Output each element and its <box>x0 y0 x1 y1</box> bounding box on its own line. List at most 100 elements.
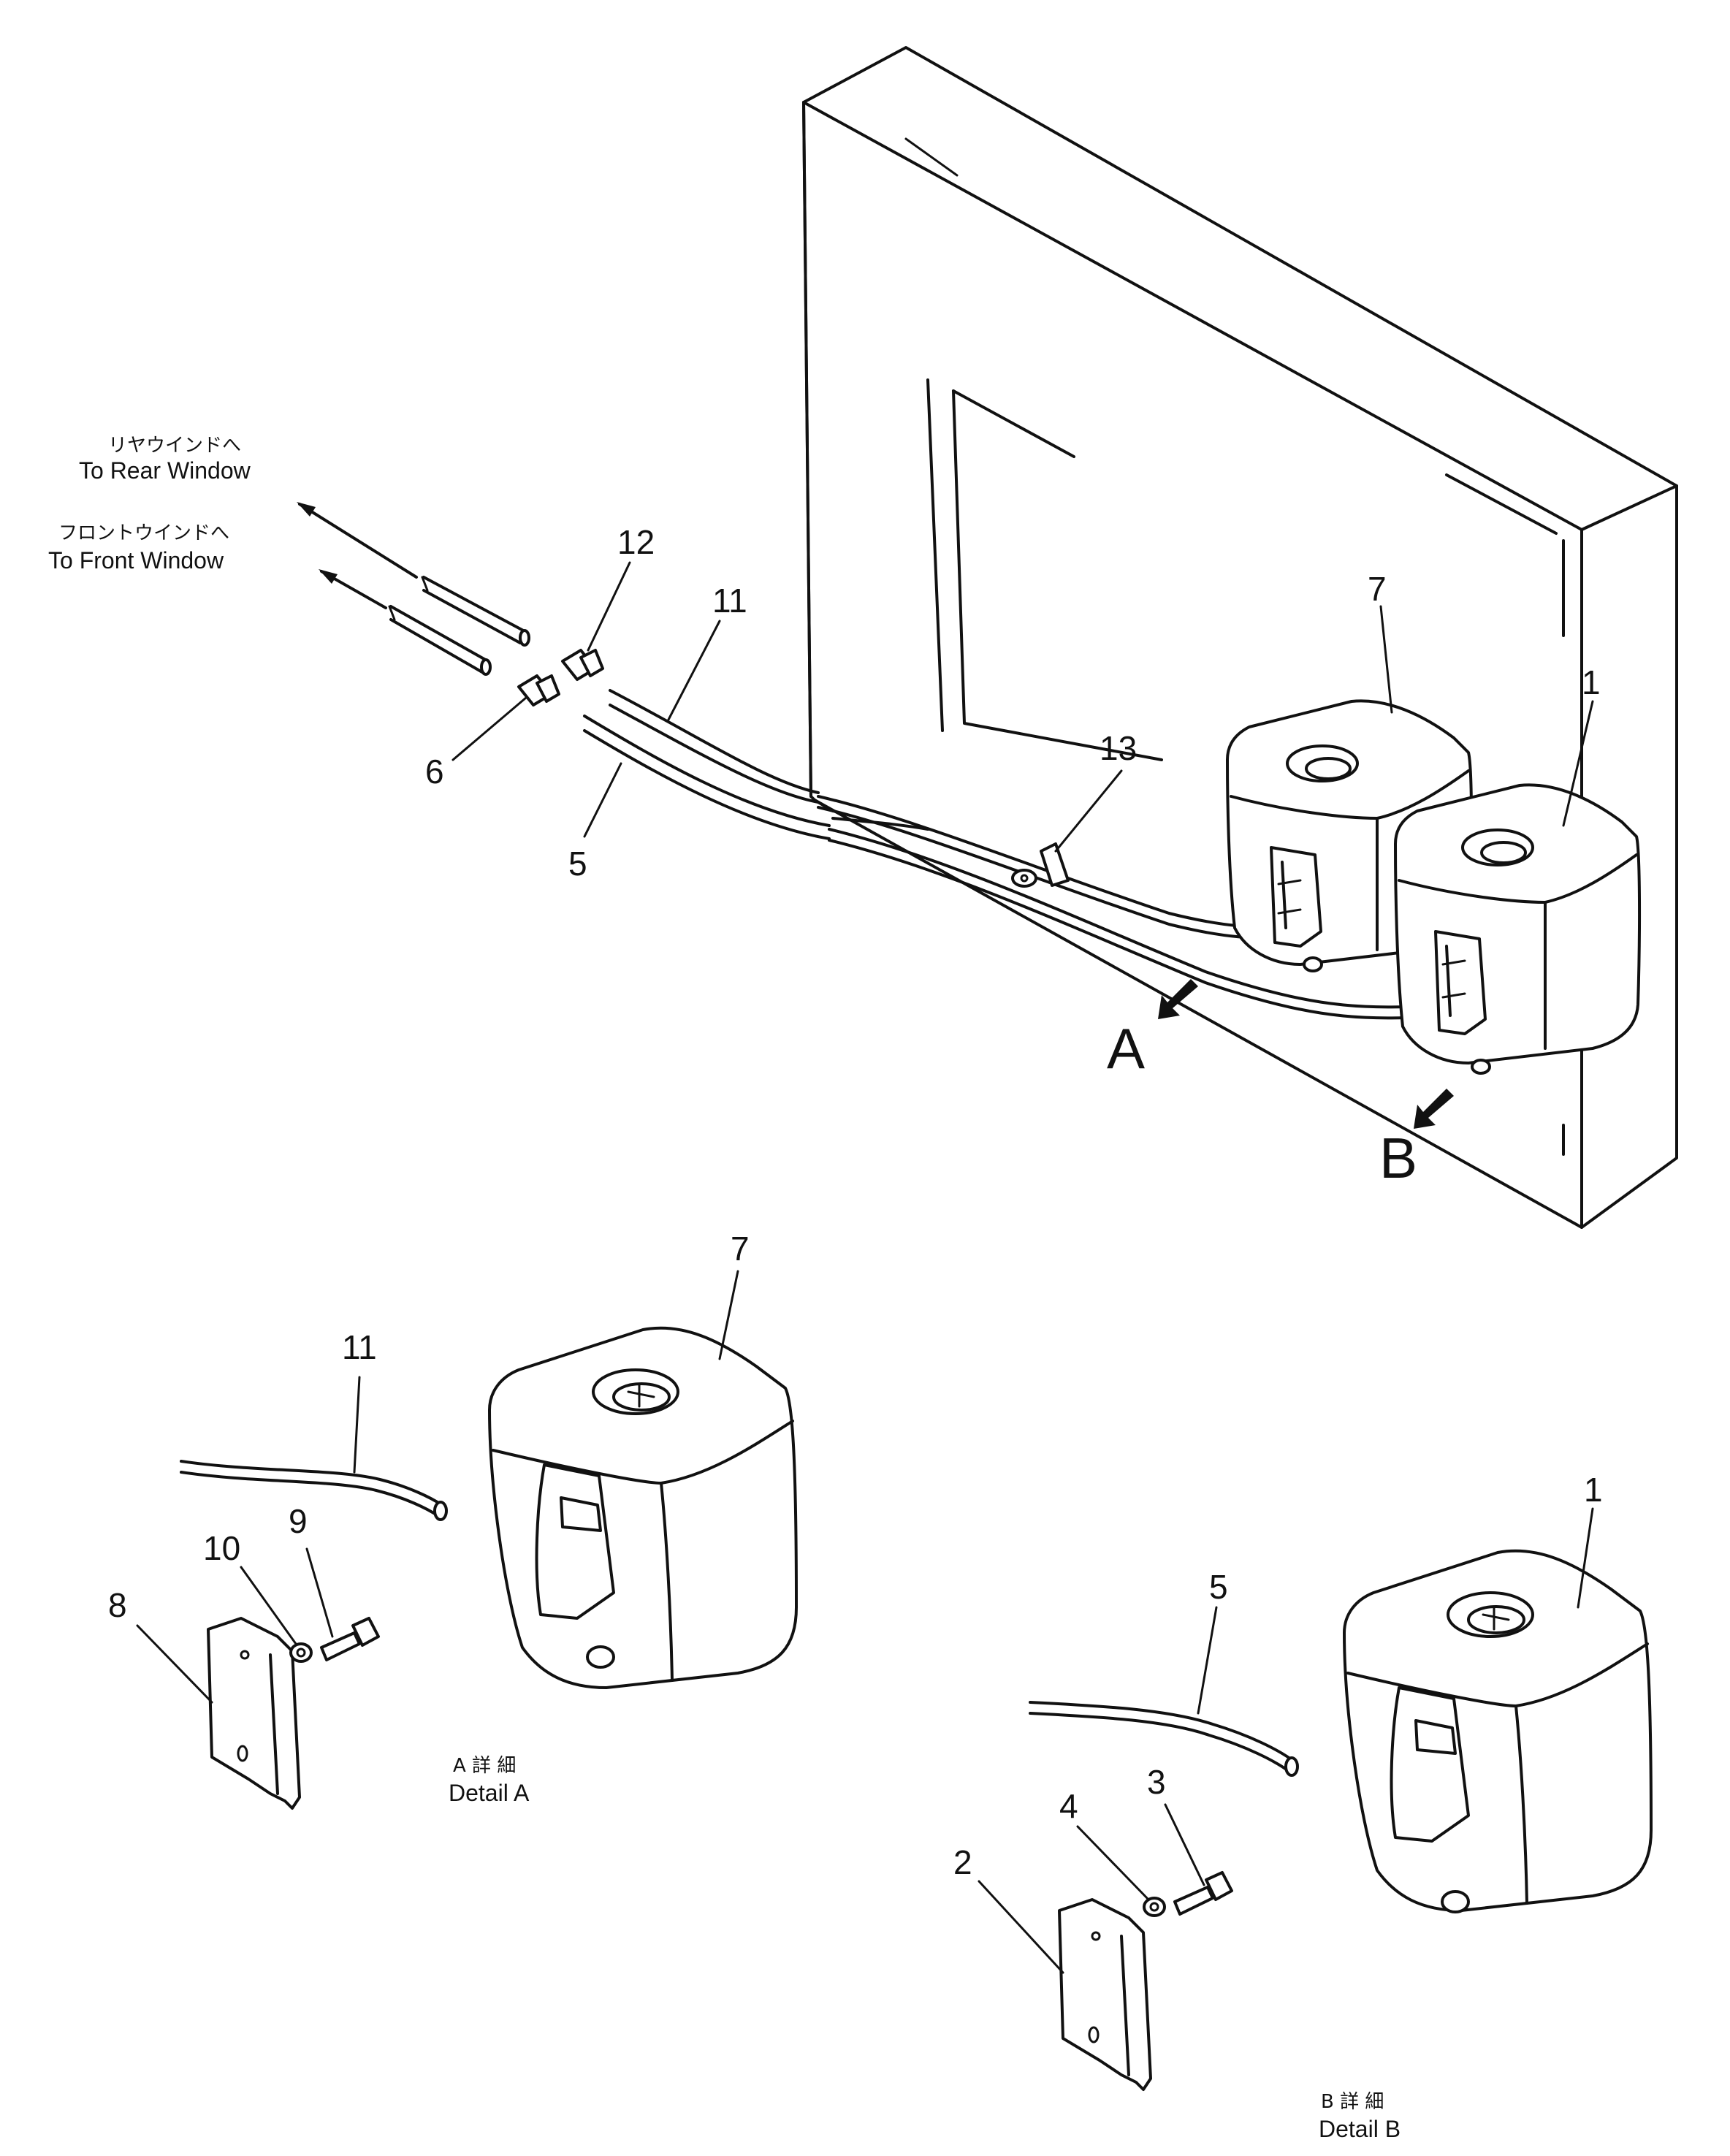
detail-a-en: Detail A <box>449 1780 530 1806</box>
clamp-13 <box>1011 842 1070 888</box>
arrow-rear-head <box>297 502 316 517</box>
hose-5-lower <box>583 729 831 840</box>
tank-1-bracket-slot <box>1445 945 1452 1017</box>
panel-top-edge <box>1580 484 1678 531</box>
tank-1-detail-body <box>1343 1549 1653 1912</box>
view-label-a: A <box>1107 1016 1145 1081</box>
tank-1-bolts <box>1441 959 1466 999</box>
leader-b-4 <box>1076 1825 1150 1901</box>
leader-main-6 <box>451 696 527 761</box>
tank-1-detail-recess <box>1390 1686 1470 1843</box>
tank-1-cap-inner <box>1480 841 1527 864</box>
hose-run-1b <box>828 839 1408 1020</box>
clamp-hole <box>1020 874 1029 883</box>
fitting-6 <box>517 674 560 706</box>
hose-5-detail-top <box>1029 1701 1295 1762</box>
panel-recess-top <box>952 389 1075 458</box>
detail-b-en: Detail B <box>1319 2116 1401 2142</box>
bolt-9-shank <box>320 1631 361 1661</box>
panel-hoses <box>583 689 1408 1020</box>
bracket-8-fold <box>269 1653 279 1795</box>
window-tubes <box>297 502 530 676</box>
leader-main-11 <box>667 620 721 721</box>
tank-1-drain <box>1471 1059 1491 1075</box>
leader-a-11 <box>353 1376 361 1474</box>
clamp-band <box>1040 842 1070 887</box>
leader-a-7 <box>718 1270 739 1360</box>
tank-1-shoulder <box>1398 853 1638 904</box>
tank-7-bracket-slot <box>1281 861 1287 929</box>
tank-1-bracket <box>1434 930 1487 1035</box>
leader-b-1 <box>1577 1507 1594 1609</box>
tank-7-bolts <box>1277 879 1302 915</box>
leader-main-13 <box>1054 769 1123 853</box>
hose-11-lower <box>609 704 820 804</box>
tank-1-detail-slot <box>1414 1719 1457 1755</box>
tank-1-detail-cap <box>1447 1591 1534 1638</box>
callout-main-1: 1 <box>1582 663 1601 701</box>
detail-a-jp: A 詳 細 <box>453 1755 516 1777</box>
tank-7-cap-inner <box>1305 757 1352 780</box>
hose-run-inner <box>831 817 929 831</box>
leader-b-3 <box>1164 1803 1205 1886</box>
panel-window-top <box>1445 473 1558 535</box>
leader-b-2 <box>978 1880 1064 1974</box>
washer-4-hole <box>1149 1902 1159 1912</box>
washer-10-hole <box>296 1648 306 1658</box>
tank-1-body <box>1394 783 1642 1064</box>
callout-b-4: 4 <box>1059 1787 1078 1825</box>
callout-main-7: 7 <box>1368 570 1387 608</box>
callout-main-5: 5 <box>568 845 587 883</box>
callout-b-5: 5 <box>1209 1568 1228 1606</box>
panel-recess-bottom <box>952 389 1163 761</box>
panel-left-edge <box>802 101 812 798</box>
washer-4 <box>1143 1897 1166 1917</box>
tank-1-detail-drain <box>1441 1890 1470 1913</box>
tank-1-cap <box>1461 829 1534 866</box>
leader-main-7 <box>1379 605 1393 714</box>
rear-window-en: To Rear Window <box>79 457 251 484</box>
tank-1-mounted <box>1394 783 1642 1075</box>
view-label-b: B <box>1379 1126 1417 1190</box>
tube-front-end <box>480 658 492 676</box>
panel-hatch <box>904 137 959 177</box>
tank-7-bracket <box>1270 846 1322 948</box>
tube-ends-back <box>388 576 429 621</box>
leader-a-10 <box>240 1566 297 1645</box>
bracket-8 <box>207 1617 301 1810</box>
clamp-tab <box>1011 869 1037 888</box>
tube-rear <box>422 576 527 644</box>
tank-7-detail-slot <box>560 1496 602 1532</box>
callout-a-9: 9 <box>289 1502 308 1540</box>
panel-recess-left <box>926 378 944 732</box>
leader-lines <box>136 561 1594 1974</box>
bolt-9-head <box>351 1617 380 1647</box>
arrow-front-head <box>319 569 338 584</box>
fitting-12 <box>561 649 604 681</box>
hose-11-detail-bottom <box>180 1471 440 1517</box>
callout-a-11: 11 <box>342 1328 377 1366</box>
leader-main-12 <box>587 561 631 652</box>
tank-7-detail-cap-grip <box>627 1383 655 1408</box>
tube-front <box>389 605 489 674</box>
leader-b-5 <box>1197 1606 1218 1715</box>
hose-5-detail-end <box>1284 1756 1299 1777</box>
callout-a-10: 10 <box>203 1529 240 1567</box>
hose-11-detail-top <box>180 1460 443 1506</box>
view-arrow-a <box>1158 979 1198 1019</box>
leader-main-1 <box>1562 700 1594 827</box>
detail-b-jp: B 詳 細 <box>1321 2091 1384 2113</box>
callout-main-6: 6 <box>425 753 444 791</box>
bolt-3-shank <box>1173 1886 1214 1916</box>
bracket-2 <box>1058 1898 1152 2091</box>
fitting-6-barb <box>536 674 560 703</box>
front-window-jp: フロントウインドへ <box>58 522 229 544</box>
labels: リヤウインドへ To Rear Window フロントウインドへ To Fron… <box>48 435 1603 2142</box>
washer-10 <box>289 1642 313 1663</box>
tank-7-drain <box>1303 956 1323 972</box>
tank-7-detail-recess <box>535 1463 615 1620</box>
callout-main-11: 11 <box>712 582 747 620</box>
bracket-2-fold <box>1120 1935 1130 2076</box>
